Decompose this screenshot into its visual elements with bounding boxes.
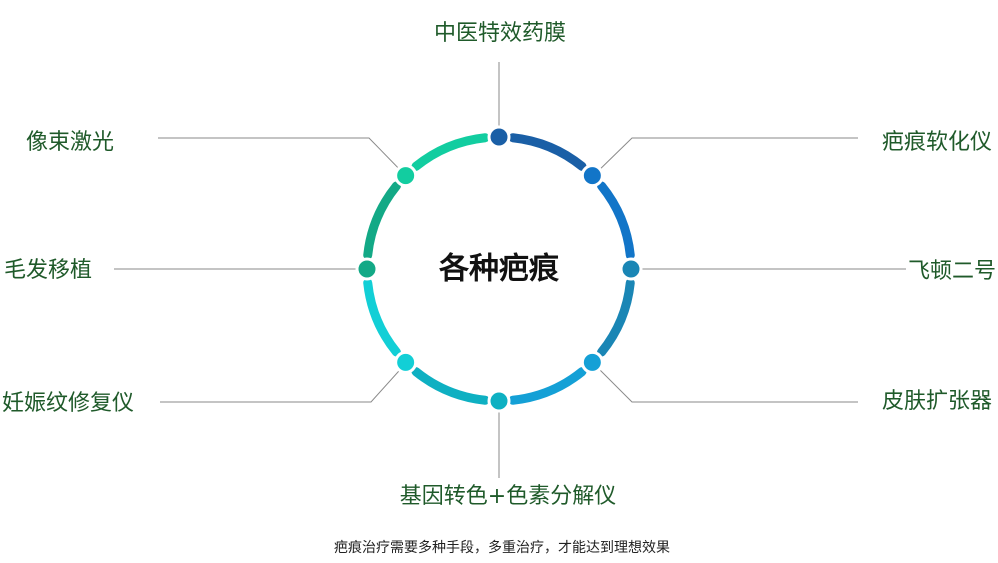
- caption: 疤痕治疗需要多种手段，多重治疗，才能达到理想效果: [334, 539, 670, 556]
- ring-nodes: [355, 125, 643, 413]
- ring-node: [487, 125, 511, 149]
- ring-segment: [508, 367, 587, 405]
- option-label-stretch-mark-repair: 妊娠纹修复仪: [2, 391, 134, 416]
- leader-line: [591, 361, 858, 403]
- ring-node: [580, 164, 604, 188]
- option-label-scar-softener: 疤痕软化仪: [882, 130, 992, 155]
- ring-segment: [411, 367, 490, 405]
- leader-line: [591, 137, 858, 178]
- center-label: 各种疤痕: [438, 252, 560, 287]
- leader-line: [158, 137, 408, 178]
- option-label-feidun-2: 飞顿二号: [908, 259, 996, 284]
- ring-node: [619, 257, 643, 281]
- treatment-ring: [363, 133, 635, 405]
- ring-node: [580, 350, 604, 374]
- ring-segment: [508, 133, 587, 171]
- ring-node: [355, 257, 379, 281]
- leader-line: [160, 361, 408, 403]
- ring-node: [487, 389, 511, 413]
- ring-segment: [597, 181, 635, 260]
- ring-node: [394, 164, 418, 188]
- ring-segment: [597, 278, 635, 357]
- ring-segment: [363, 278, 401, 357]
- option-label-skin-expander: 皮肤扩张器: [882, 389, 992, 414]
- option-label-hair-transplant: 毛发移植: [4, 258, 92, 283]
- ring-segment: [363, 181, 401, 260]
- leader-lines: [114, 62, 906, 478]
- option-label-pixel-laser: 像束激光: [26, 130, 114, 155]
- option-label-gene-color-pigment-device: 基因转色+色素分解仪: [400, 484, 616, 509]
- option-label-traditional-medicine-film: 中医特效药膜: [434, 21, 566, 46]
- ring-segment: [411, 133, 490, 171]
- ring-node: [394, 350, 418, 374]
